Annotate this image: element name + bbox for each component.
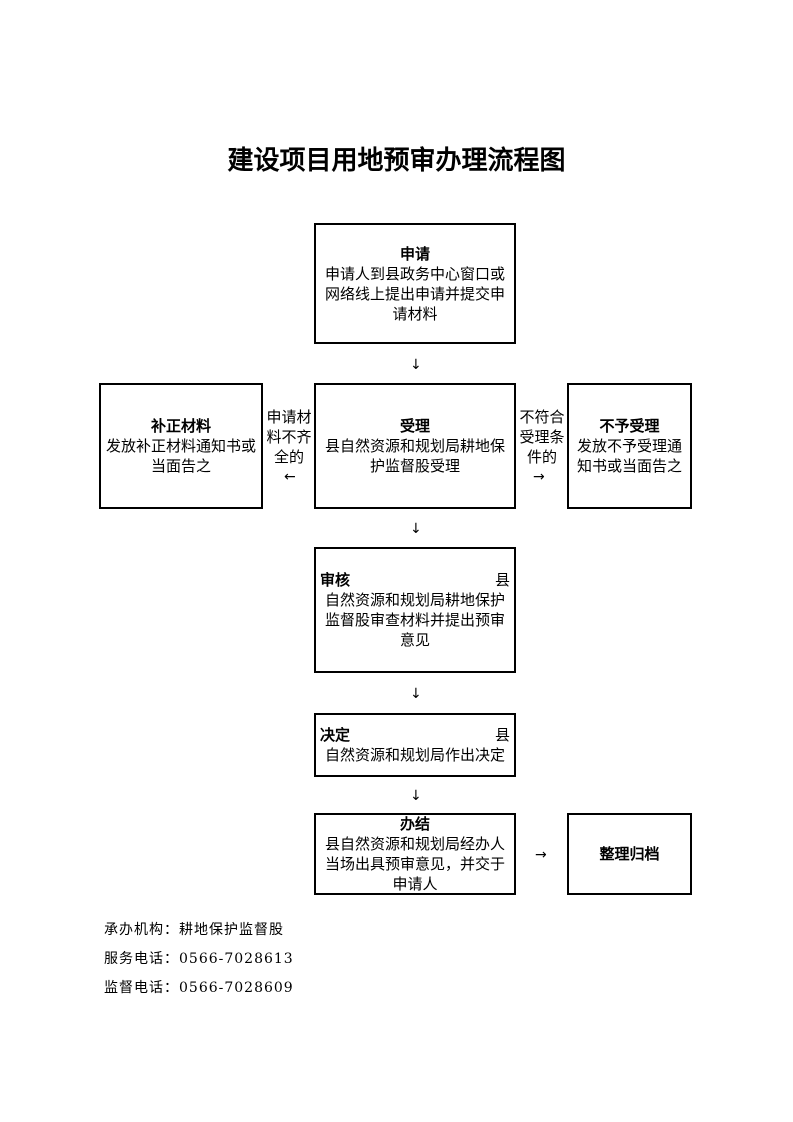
step-decide-head-tail: 县 xyxy=(494,726,510,744)
step-supplement-body: 发放补正材料通知书或当面告之 xyxy=(105,437,256,475)
step-apply-box: 申请 申请人到县政务中心窗口或网络线上提出申请并提交申请材料 xyxy=(314,223,516,344)
step-accept-body: 县自然资源和规划局耕地保护监督股受理 xyxy=(324,437,505,475)
footer-supervise-phone: 监督电话：0566-7028609 xyxy=(104,980,294,996)
step-reject-body: 发放不予受理通知书或当面告之 xyxy=(576,437,682,475)
step-complete-head: 办结 xyxy=(399,815,430,833)
step-supplement-box: 补正材料 发放补正材料通知书或当面告之 xyxy=(99,383,263,509)
step-review-head: 审核 xyxy=(320,571,351,589)
step-reject-head: 不予受理 xyxy=(599,417,660,435)
step-accept-head: 受理 xyxy=(399,417,430,435)
step-review-body: 自然资源和规划局耕地保护监督股审查材料并提出预审意见 xyxy=(324,591,505,649)
label-not-qualified: 不符合受理条件的 xyxy=(519,408,565,466)
step-archive-box: 整理归档 xyxy=(567,813,692,895)
arrow-left: ← xyxy=(284,469,296,485)
footer-office: 承办机构：耕地保护监督股 xyxy=(104,922,284,938)
arrow-down-4: ↓ xyxy=(410,788,422,804)
arrow-right-2: → xyxy=(535,847,547,863)
step-decide-body: 自然资源和规划局作出决定 xyxy=(324,746,505,764)
step-supplement-head: 补正材料 xyxy=(150,417,211,435)
step-apply-head: 申请 xyxy=(399,244,430,263)
step-reject-box: 不予受理 发放不予受理通知书或当面告之 xyxy=(567,383,692,509)
arrow-right-1: → xyxy=(533,469,545,485)
step-complete-body: 县自然资源和规划局经办人当场出具预审意见，并交于申请人 xyxy=(324,835,505,893)
arrow-down-3: ↓ xyxy=(410,686,422,702)
footer-service-phone: 服务电话：0566-7028613 xyxy=(104,951,294,967)
arrow-down-1: ↓ xyxy=(410,357,422,373)
step-accept-box: 受理 县自然资源和规划局耕地保护监督股受理 xyxy=(314,383,516,509)
step-review-box: 审核 县 自然资源和规划局耕地保护监督股审查材料并提出预审意见 xyxy=(314,547,516,673)
step-complete-box: 办结 县自然资源和规划局经办人当场出具预审意见，并交于申请人 xyxy=(314,813,516,895)
step-decide-head: 决定 xyxy=(320,726,351,744)
step-review-head-tail: 县 xyxy=(494,571,510,589)
step-apply-body: 申请人到县政务中心窗口或网络线上提出申请并提交申请材料 xyxy=(324,264,505,323)
label-incomplete: 申请材料不齐全的 xyxy=(266,408,312,466)
page-title: 建设项目用地预审办理流程图 xyxy=(227,146,566,176)
arrow-down-2: ↓ xyxy=(410,521,422,537)
step-decide-box: 决定 县 自然资源和规划局作出决定 xyxy=(314,713,516,777)
step-archive-head: 整理归档 xyxy=(599,845,660,863)
